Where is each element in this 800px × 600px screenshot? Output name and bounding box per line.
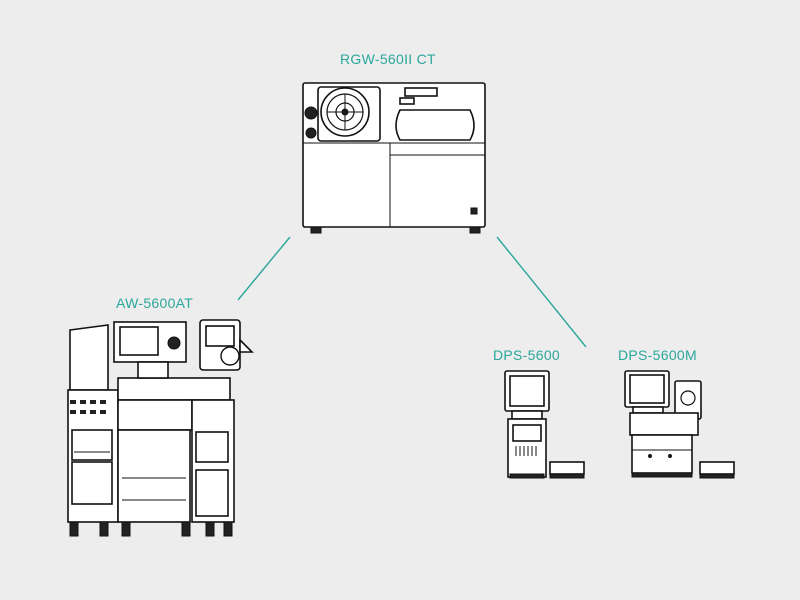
node-label-dps-5600: DPS-5600: [493, 347, 560, 363]
dps5600-machine-illustration: [504, 370, 585, 479]
node-label-rgw-560ii-ct: RGW-560II CT: [340, 51, 436, 67]
rgw-machine-illustration: [302, 82, 486, 234]
node-label-aw-5600at: AW-5600AT: [116, 295, 194, 311]
aw-machine-illustration: [67, 319, 254, 537]
node-label-dps-5600m: DPS-5600M: [618, 347, 697, 363]
connector-left: [237, 236, 291, 301]
dps5600m-machine-illustration: [624, 370, 735, 479]
connector-right: [496, 236, 587, 348]
